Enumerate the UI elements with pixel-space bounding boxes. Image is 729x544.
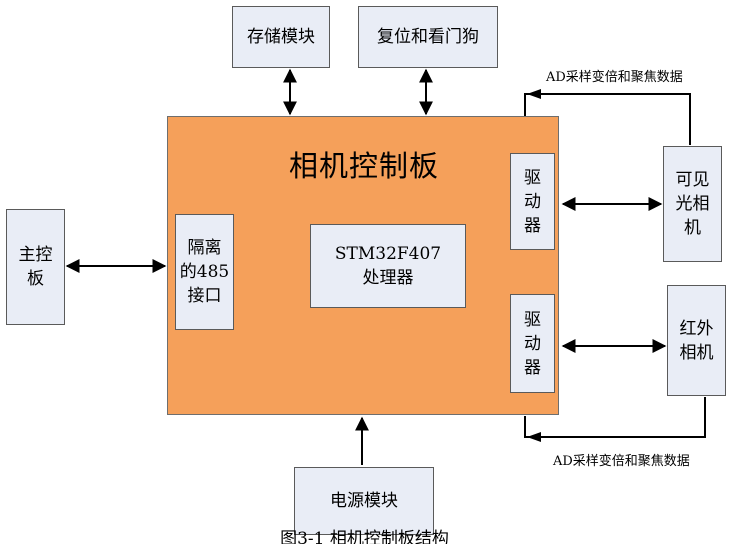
reset-watchdog-module: 复位和看门狗	[358, 6, 498, 68]
reset-watchdog-label: 复位和看门狗	[377, 27, 479, 47]
board-title: 相机控制板	[288, 149, 439, 183]
storage-module: 存储模块	[232, 6, 330, 68]
isolation-label: 隔离 的485 接口	[179, 238, 230, 306]
driver-top-label: 驱 动 器	[524, 167, 541, 236]
visible-feedback-line	[524, 93, 691, 145]
processor-label: STM32F407 处理器	[334, 244, 442, 288]
ir-feedback-line	[524, 397, 706, 438]
processor-block: STM32F407 处理器	[310, 224, 466, 308]
main-control-module: 主控 板	[6, 209, 65, 325]
infrared-camera: 红外 相机	[667, 285, 726, 396]
ir-feedback-arrowhead	[527, 432, 541, 442]
visible-light-camera: 可见 光相 机	[663, 146, 722, 262]
storage-module-label: 存储模块	[247, 27, 315, 47]
power-module: 电源模块	[294, 467, 434, 535]
visible-camera-label: 可见 光相 机	[675, 170, 710, 238]
top-signal-annotation: AD采样变倍和聚焦数据	[546, 70, 683, 85]
figure-caption: 图3-1 相机控制板结构	[280, 529, 449, 544]
ir-camera-label: 红外 相机	[679, 318, 714, 363]
driver-bottom: 驱 动 器	[510, 294, 555, 393]
driver-top: 驱 动 器	[510, 153, 555, 250]
main-control-label: 主控 板	[18, 245, 53, 289]
bottom-signal-annotation: AD采样变倍和聚焦数据	[553, 454, 690, 469]
power-module-label: 电源模块	[330, 491, 398, 511]
isolation-485-interface: 隔离 的485 接口	[175, 214, 234, 330]
driver-bottom-label: 驱 动 器	[524, 309, 541, 378]
visible-feedback-arrowhead	[527, 89, 541, 99]
